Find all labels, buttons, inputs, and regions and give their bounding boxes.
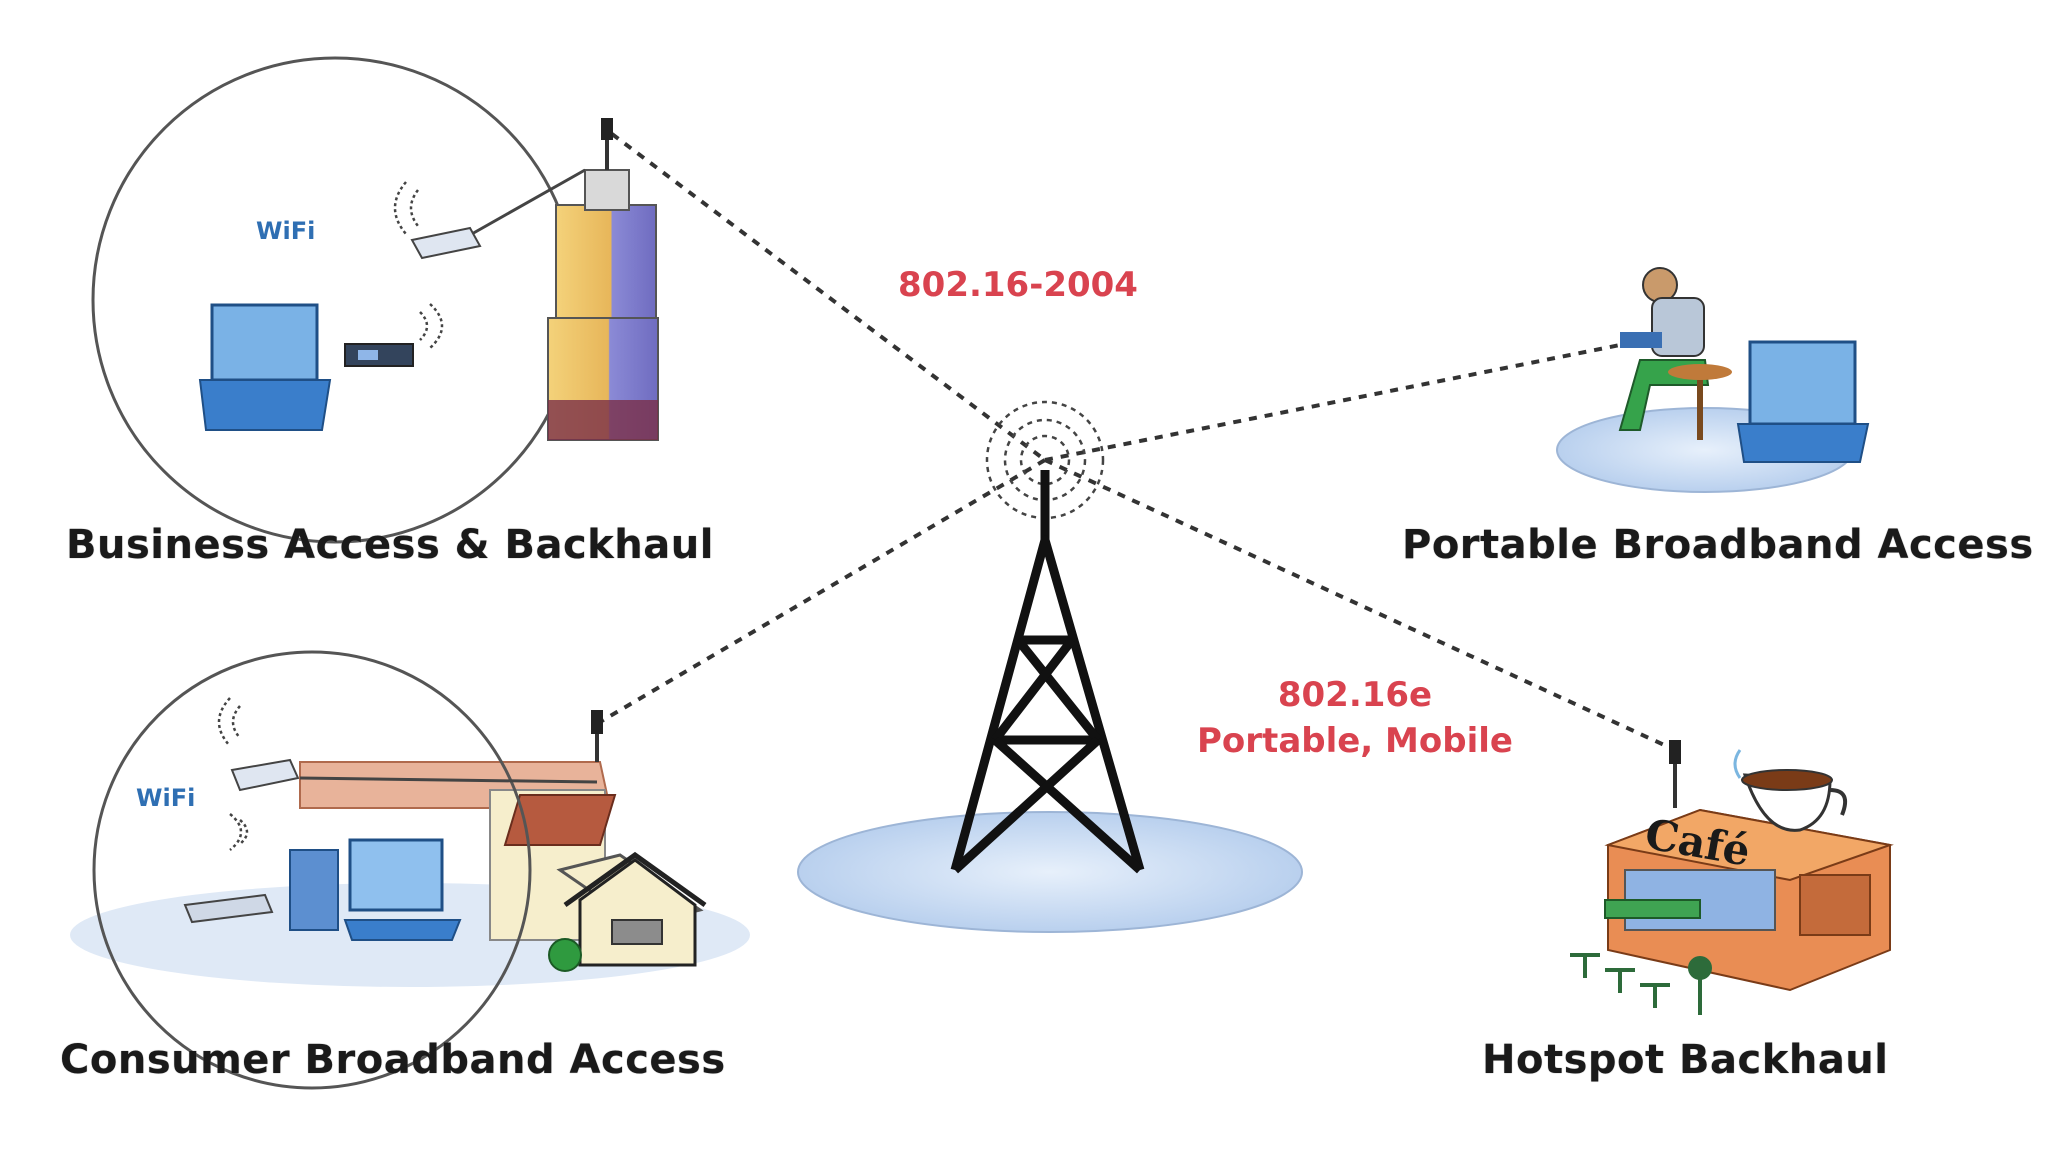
hotspot-scene bbox=[1570, 740, 1894, 1015]
wifi-label-consumer: WiFi bbox=[136, 784, 196, 812]
portable-scene bbox=[1556, 267, 1870, 493]
label-portable-access: Portable Broadband Access bbox=[1402, 522, 2034, 568]
desktop-computer-icon bbox=[289, 838, 462, 941]
link-consumer bbox=[598, 458, 1047, 724]
house-to-router-line bbox=[299, 776, 598, 784]
link-portable bbox=[1044, 343, 1621, 462]
link-business bbox=[610, 132, 1047, 462]
cafe-building-icon bbox=[1604, 740, 1894, 992]
label-consumer-access: Consumer Broadband Access bbox=[60, 1037, 726, 1083]
business-coverage-circle bbox=[91, 56, 579, 544]
standard-mobile-label: 802.16e Portable, Mobile bbox=[1170, 672, 1540, 764]
person-with-laptop-icon bbox=[1618, 267, 1732, 440]
portable-laptop-icon bbox=[1736, 340, 1870, 463]
coverage-ground bbox=[797, 811, 1303, 933]
link-hotspot bbox=[1044, 458, 1676, 752]
laptop-icon bbox=[198, 303, 332, 431]
modem-icon bbox=[183, 813, 274, 924]
consumer-coverage-circle bbox=[92, 650, 532, 1090]
wifi-label-business: WiFi bbox=[256, 217, 316, 245]
label-business-access: Business Access & Backhaul bbox=[66, 522, 714, 568]
house-icon bbox=[299, 710, 707, 972]
office-building-icon bbox=[547, 118, 659, 441]
standard-fixed-label: 802.16-2004 bbox=[898, 265, 1138, 305]
wifi-router-icon bbox=[393, 181, 482, 260]
home-wifi-router-icon bbox=[217, 697, 300, 792]
building-to-router-line bbox=[469, 168, 586, 237]
business-scene bbox=[91, 56, 659, 544]
tower-icon bbox=[950, 470, 1145, 874]
standard-mobile-line2: Portable, Mobile bbox=[1197, 721, 1513, 761]
base-station bbox=[797, 400, 1303, 933]
cafe-tables-icon bbox=[1570, 953, 1712, 1015]
consumer-scene bbox=[70, 650, 750, 1090]
standard-mobile-line1: 802.16e bbox=[1277, 675, 1433, 715]
wireless-links bbox=[598, 132, 1676, 752]
pc-card-icon bbox=[344, 303, 444, 367]
label-hotspot-backhaul: Hotspot Backhaul bbox=[1482, 1037, 1889, 1083]
